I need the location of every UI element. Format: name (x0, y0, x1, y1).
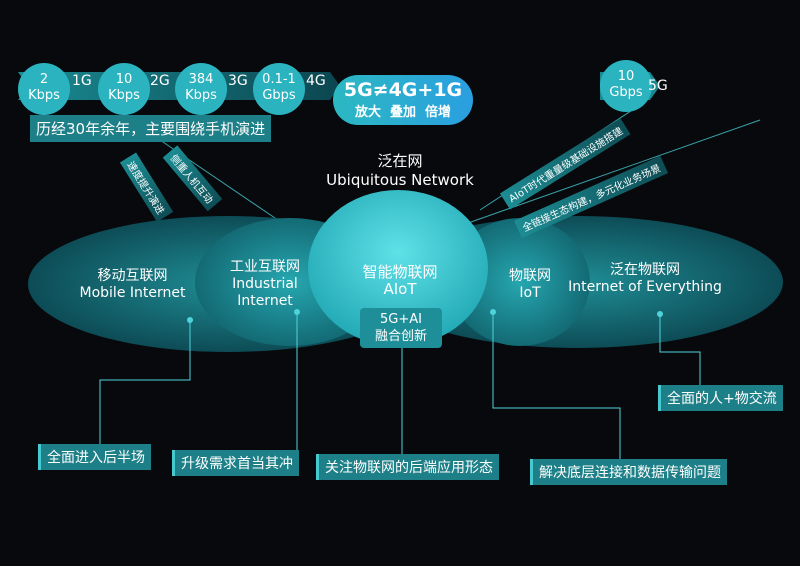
callout-dot (490, 309, 496, 315)
gen-label: 4G (306, 73, 326, 89)
callout-people-things: 全面的人+物交流 (658, 385, 783, 411)
5g-badge: 5G≠4G+1G 放大 叠加 倍增 (333, 75, 473, 125)
callout-upgrade-demand: 升级需求首当其冲 (172, 450, 299, 476)
callout-backend-application: 关注物联网的后端应用形态 (316, 454, 499, 480)
badge-title: 5G≠4G+1G (343, 79, 463, 101)
callout-dot (294, 309, 300, 315)
callout-dot (187, 317, 193, 323)
callout-second-half: 全面进入后半场 (38, 444, 151, 470)
gen-label: 1G (72, 73, 92, 89)
gen-label: 3G (228, 73, 248, 89)
callout-connection-transfer: 解决底层连接和数据传输问题 (530, 459, 727, 485)
badge-subtitle: 放大 叠加 倍增 (354, 105, 452, 120)
aiot-area (308, 190, 488, 346)
gen-label: 2G (150, 73, 170, 89)
callout-dot (657, 311, 663, 317)
gen-label: 5G (648, 78, 668, 94)
history-note: 历经30年余年，主要围绕手机演进 (30, 115, 272, 142)
